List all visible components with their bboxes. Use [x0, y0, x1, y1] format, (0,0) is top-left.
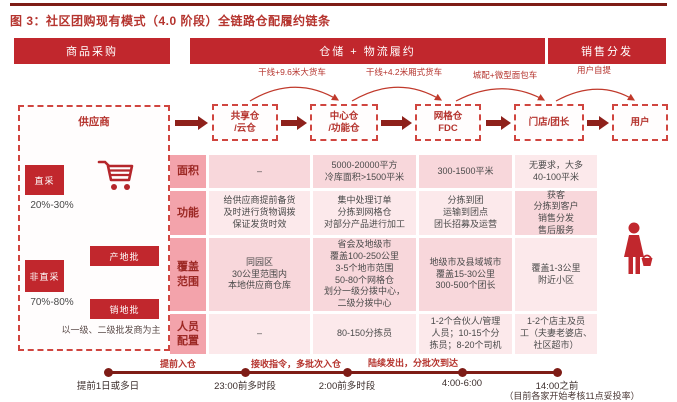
- figure-title: 图 3：社区团购现有模式（4.0 阶段）全链路仓配履约链条: [10, 14, 331, 28]
- timeline-point-label: 2:00前多时段: [318, 381, 376, 392]
- timeline-segment-receive-orders: 接收指令，多批次入仓: [250, 359, 342, 369]
- stage-bar-sales-distribution: 销售分发: [548, 38, 666, 64]
- direct-procurement-share: 20%-30%: [30, 200, 74, 211]
- supplier-note: 以一级、二级批发商为主: [61, 325, 161, 335]
- sales-wholesale-box: 销地批: [90, 299, 159, 319]
- node-grid-warehouse-fdc: 网格仓 FDC: [415, 104, 481, 141]
- timeline-dot: [103, 368, 113, 377]
- timeline-dot: [457, 368, 467, 377]
- flow-arrow: [381, 116, 412, 130]
- flow-arrow: [175, 116, 208, 130]
- direct-procurement-label: 直采: [34, 175, 55, 186]
- table-cell: 获客 分拣到客户 销售分发 售后服务: [515, 190, 597, 235]
- timeline-axis: [108, 371, 557, 374]
- row-header-function: 功能: [170, 191, 206, 235]
- non-direct-procurement-box: 非直采: [25, 260, 64, 292]
- origin-wholesale-box: 产地批: [90, 246, 159, 266]
- node-central-warehouse: 中心仓 /功能仓: [310, 104, 378, 141]
- sales-wholesale-label: 销地批: [109, 304, 140, 315]
- origin-wholesale-label: 产地批: [109, 251, 140, 262]
- node-user: 用户: [612, 104, 668, 141]
- stage-label: 商品采购: [66, 46, 118, 58]
- table-cell: 5000-20000平方 冷库面积>1500平米: [313, 155, 416, 188]
- node-store-leader: 门店/团长: [514, 104, 584, 141]
- node-shared-warehouse: 共享仓 /云仓: [212, 104, 278, 141]
- flow-arrow: [486, 116, 511, 130]
- stage-bar-procurement: 商品采购: [14, 38, 170, 64]
- table-cell: 覆盖1-3公里 附近小区: [515, 238, 597, 311]
- table-cell: 集中处理订单 分拣到网格仓 对部分产品进行加工: [313, 191, 416, 235]
- transport-label-box-truck: 干线+4.2米厢式货车: [365, 67, 443, 77]
- table-cell: 同园区 30公里范围内 本地供应商仓库: [209, 238, 310, 311]
- timeline-segment-dispatch: 陆续发出，分批次到达: [367, 358, 459, 368]
- row-header-area: 面积: [170, 155, 206, 188]
- flow-arrow: [587, 116, 609, 130]
- table-cell: 300-1500平米: [419, 155, 512, 188]
- timeline-footnote: （目前各家开始考核11点妥投率）: [504, 391, 640, 401]
- table-cell: 给供应商提前备货 及时进行货物调拨 保证发货时效: [209, 191, 310, 235]
- timeline-point-label: 提前1日或多日: [76, 381, 140, 392]
- table-cell: 分拣到团 运输到团点 团长招募及运营: [419, 191, 512, 235]
- timeline-segment-pre-warehouse: 提前入仓: [159, 359, 197, 369]
- table-cell: 地级市及县域城市 覆盖15-30公里 300-500个团长: [419, 238, 512, 311]
- person-with-basket-icon: [616, 222, 656, 285]
- transport-label-minivan: 城配+微型面包车: [472, 70, 538, 80]
- stage-bar-warehouse-logistics: 仓储 + 物流履约: [190, 38, 545, 64]
- table-cell: –: [209, 314, 310, 354]
- direct-procurement-box: 直采: [25, 165, 64, 195]
- cart-icon: [96, 157, 136, 200]
- table-cell: 1-2个合伙人/管理 人员；10-15个分 拣员；8-20个司机: [419, 314, 512, 354]
- transport-label-self-pickup: 用户自提: [576, 65, 612, 75]
- timeline-dot: [552, 368, 562, 377]
- supplier-title: 供应商: [78, 116, 110, 128]
- table-cell: 省会及地级市 覆盖100-250公里 3-5个地市范围 50-80个网格仓 划分…: [313, 238, 416, 311]
- table-cell: 无要求，大多 40-100平米: [515, 155, 597, 188]
- table-cell: 1-2个店主及员 工（夫妻老婆店、 社区超市）: [515, 314, 597, 354]
- table-cell: –: [209, 155, 310, 188]
- non-direct-procurement-label: 非直采: [29, 271, 60, 282]
- non-direct-procurement-share: 70%-80%: [30, 297, 74, 308]
- stage-label: 销售分发: [581, 46, 633, 58]
- transport-label-trunk-truck: 干线+9.6米大货车: [258, 67, 326, 77]
- timeline-dot: [342, 368, 352, 377]
- table-cell: 80-150分拣员: [313, 314, 416, 354]
- timeline-point-label: 23:00前多时段: [214, 381, 276, 392]
- stage-label: 仓储 + 物流履约: [319, 46, 416, 58]
- timeline-point-label: 14:00之前: [535, 381, 579, 392]
- row-header-staffing: 人员 配置: [170, 314, 206, 354]
- top-rule: [10, 3, 667, 6]
- flow-arrow: [281, 116, 307, 130]
- timeline-dot: [240, 368, 250, 377]
- row-header-coverage: 覆盖 范围: [170, 238, 206, 311]
- timeline-point-label: 4:00-6:00: [441, 378, 483, 389]
- supplier-box: 供应商 直采 20%-30% 非直采 70%-80% 产地批 销地批 以一级、二…: [18, 105, 170, 351]
